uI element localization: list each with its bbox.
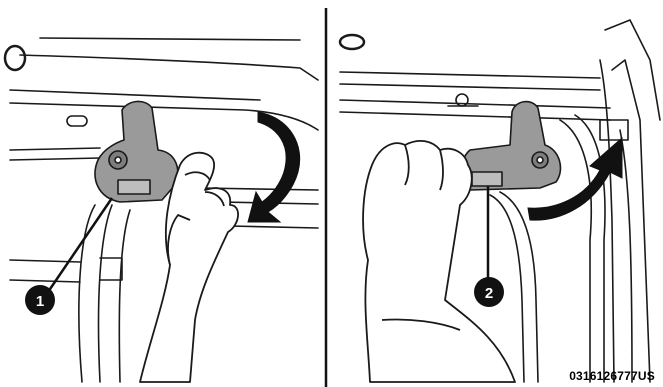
roof-edge-lower <box>10 90 260 100</box>
hinge-pivot-center <box>115 157 121 163</box>
hinge-latch <box>118 180 150 194</box>
callout-2: 2 <box>474 186 504 307</box>
pillar-clip <box>100 258 122 280</box>
roof-line-r4 <box>340 112 610 120</box>
callout-1-label: 1 <box>36 293 44 310</box>
callout-2-label: 2 <box>485 285 493 302</box>
arrow-body <box>248 112 300 222</box>
floor-line-2 <box>10 280 80 282</box>
roof-edge-curve <box>20 55 318 80</box>
left-hinge <box>95 101 178 202</box>
pillar-outer <box>79 205 95 382</box>
oval-knob-left <box>5 46 25 70</box>
roof-line-r1 <box>340 72 600 78</box>
frame-line-1 <box>10 148 100 150</box>
pillar-inner <box>99 205 113 382</box>
roof-edge-upper <box>40 38 300 40</box>
roof-line-r2 <box>340 84 600 90</box>
slot-left <box>67 116 87 126</box>
right-hinge <box>461 102 560 190</box>
hinge-pivot-right-center <box>537 157 543 163</box>
frame-line-2 <box>10 158 100 160</box>
left-rotation-arrow <box>248 112 300 222</box>
door-frame-1 <box>560 120 591 382</box>
hinge-latch-right <box>472 172 502 186</box>
door-latch-plate <box>600 120 628 140</box>
reference-code: 0316126777US <box>569 369 655 383</box>
pillar-inner-2 <box>119 210 130 382</box>
oval-knob-right <box>340 35 364 49</box>
roof-line-r3 <box>340 100 610 108</box>
door-edge-2 <box>612 60 650 382</box>
frame-line-5 <box>230 226 318 228</box>
